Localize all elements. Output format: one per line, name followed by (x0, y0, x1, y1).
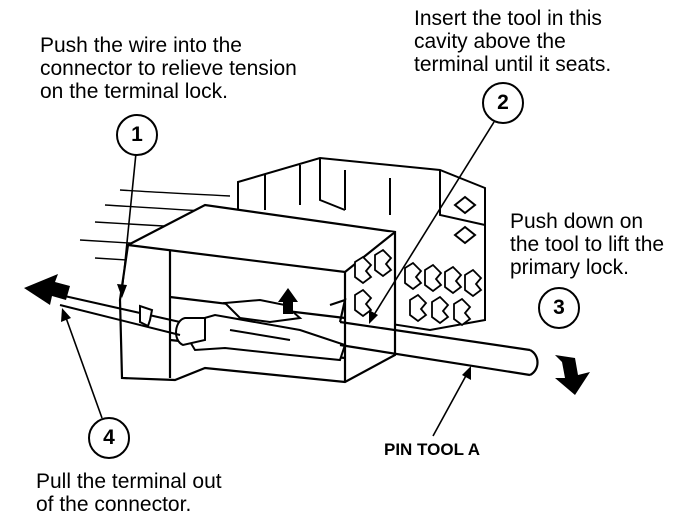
callout-2: 2 (482, 82, 524, 124)
pin-tool-a (329, 298, 539, 377)
lift-arrow (278, 288, 298, 314)
wire (59, 294, 181, 336)
callout-1: 1 (116, 114, 158, 156)
connector-front (118, 203, 397, 384)
pin-tool-label: PIN TOOL A (384, 440, 481, 459)
step2-caption: Insert the tool in this cavity above the… (414, 7, 612, 76)
step4-caption: Pull the terminal out of the connector. (36, 470, 222, 516)
step1-caption: Push the wire into the connector to reli… (40, 34, 297, 103)
leader-arrowheads (61, 284, 471, 380)
push-arrow (139, 304, 154, 328)
lock-notches (354, 248, 483, 327)
pull-arrow (24, 274, 70, 305)
down-arrow (555, 355, 590, 395)
callout-4: 4 (88, 417, 130, 459)
terminal (175, 298, 347, 362)
callout-3: 3 (538, 287, 580, 329)
step3-caption: Push down on the tool to lift the primar… (510, 210, 665, 279)
leader-lines (64, 121, 495, 437)
